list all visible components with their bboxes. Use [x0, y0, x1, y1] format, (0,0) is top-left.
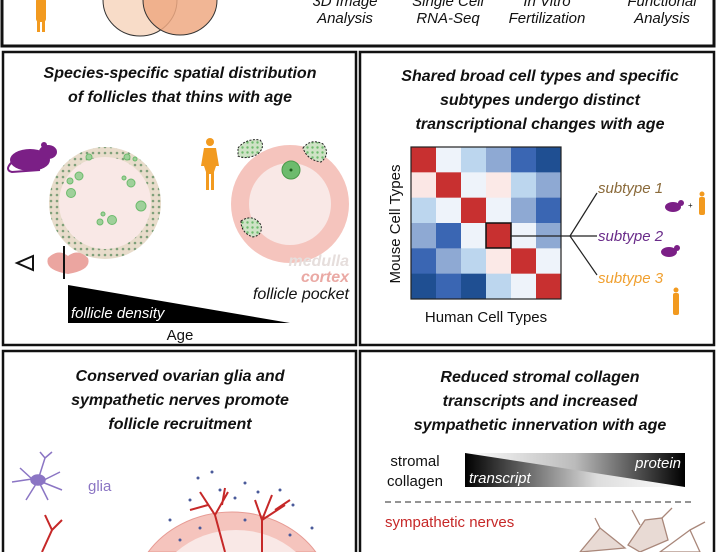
heatmap-cell — [436, 223, 462, 249]
subtype-branch-lines — [510, 192, 598, 276]
heatmap-cell — [411, 248, 437, 275]
heatmap-cell — [461, 147, 487, 173]
panel-spatial-distribution: Species-specific spatial distribution of… — [1, 50, 358, 347]
eye-icon — [14, 254, 34, 272]
panel-title-line1: Species-specific spatial distribution — [44, 65, 317, 82]
mouse-icon — [665, 200, 684, 212]
human-icon — [36, 0, 46, 32]
heatmap-cell — [436, 273, 462, 300]
protein-label: protein — [634, 455, 681, 472]
legend-cortex: cortex — [301, 269, 350, 286]
heatmap-cell — [461, 273, 487, 300]
heatmap-cell — [511, 197, 537, 224]
heatmap-cell — [461, 248, 487, 275]
panel-cell-types: Shared broad cell types and specific sub… — [358, 50, 716, 347]
heatmap-cell — [436, 248, 462, 275]
heatmap-cell — [486, 172, 512, 199]
panel-title-line3: transcriptional changes with age — [416, 116, 665, 133]
heatmap-cell — [511, 273, 537, 300]
method-ivf-line2: Fertilization — [509, 10, 586, 27]
heatmap-cell — [486, 273, 512, 300]
panel-title-line2: transcripts and increased — [443, 393, 639, 410]
heatmap-cell — [536, 197, 562, 224]
human-icon — [699, 191, 705, 215]
panel-title-line2: sympathetic nerves promote — [71, 392, 289, 409]
heatmap-cell — [511, 248, 537, 275]
heatmap-cell — [536, 172, 562, 199]
sympathetic-nerve-branches — [41, 487, 291, 552]
panel-title-line2: of follicles that thins with age — [68, 89, 292, 106]
heatmap-cell — [486, 248, 512, 275]
legend-follicle-pocket: follicle pocket — [253, 286, 350, 303]
heatmap-cell — [511, 172, 537, 199]
human-icon — [201, 138, 219, 190]
follicle-density-wedge — [68, 285, 290, 323]
heatmap-cell — [511, 147, 537, 173]
panel-title-line1: Conserved ovarian glia and — [76, 368, 286, 385]
heatmap-cell — [436, 172, 462, 199]
heatmap-cell — [461, 172, 487, 199]
method-scrna-line2: RNA-Seq — [416, 10, 480, 27]
heatmap-cell — [536, 248, 562, 275]
mouse-ovary-diagram — [49, 147, 161, 259]
stromal-label: stromal — [390, 453, 439, 470]
heatmap-cell — [536, 273, 562, 300]
heatmap-cell — [411, 273, 437, 300]
subtype-1-label: subtype 1 — [598, 180, 663, 197]
plus-icon: + — [688, 201, 693, 210]
x-axis-label: Human Cell Types — [425, 309, 547, 326]
panel-title-line1: Reduced stromal collagen — [440, 369, 639, 386]
legend-medulla: medulla — [289, 253, 350, 270]
heatmap-cell — [411, 147, 437, 173]
heatmap-cell — [486, 147, 512, 173]
heatmap-cell — [536, 147, 562, 173]
heatmap-cell — [461, 197, 487, 224]
sympathetic-nerves-label: sympathetic nerves — [385, 514, 514, 531]
subtype-2-label: subtype 2 — [598, 228, 664, 245]
panel-title-line3: follicle recruitment — [108, 416, 252, 433]
heatmap-cell — [486, 197, 512, 224]
collagen-label: collagen — [387, 473, 443, 490]
method-3d-image-line1: 3D Image — [312, 0, 377, 10]
method-functional-line2: Analysis — [633, 10, 690, 27]
follicle-density-label: follicle density — [71, 305, 166, 322]
correlation-heatmap — [411, 147, 562, 300]
age-label: Age — [167, 327, 194, 344]
subtype-3-label: subtype 3 — [598, 270, 664, 287]
panel-collagen-innervation: Reduced stromal collagen transcripts and… — [358, 349, 716, 552]
heatmap-cell — [436, 197, 462, 224]
heatmap-cell — [486, 223, 512, 249]
ovary-cross-section — [41, 470, 317, 552]
glia-cell-icon — [11, 451, 63, 501]
heatmap-cell — [411, 223, 437, 249]
heatmap-cell — [436, 147, 462, 173]
mouse-icon — [7, 142, 57, 174]
panel-title-line2: subtypes undergo distinct — [440, 92, 641, 109]
ovary-section-icon — [47, 246, 89, 279]
transcript-label: transcript — [469, 470, 532, 487]
panel-glia-nerves: Conserved ovarian glia and sympathetic n… — [1, 349, 358, 552]
transcript-protein-gradient — [465, 453, 685, 487]
human-icon — [673, 287, 679, 315]
method-functional-line1: Functional — [627, 0, 697, 10]
panel-title-line1: Shared broad cell types and specific — [401, 68, 679, 85]
method-3d-image-line2: Analysis — [316, 10, 373, 27]
heatmap-cell — [411, 172, 437, 199]
method-ivf-line1: In Vitro — [523, 0, 570, 10]
top-strip: 3D Image Analysis Single Cell RNA-Seq In… — [0, 0, 716, 48]
heatmap-cell — [411, 197, 437, 224]
panel-title-line3: sympathetic innervation with age — [414, 417, 667, 434]
glia-dots — [168, 470, 314, 542]
method-scrna-line1: Single Cell — [412, 0, 484, 10]
glia-label: glia — [88, 478, 112, 495]
y-axis-label: Mouse Cell Types — [387, 165, 404, 284]
mouse-icon — [661, 245, 680, 257]
human-ovary-diagram — [231, 139, 349, 263]
heatmap-cell — [461, 223, 487, 249]
nerve-network-illustration — [579, 507, 706, 552]
venn-diagram-icon — [102, 0, 218, 37]
